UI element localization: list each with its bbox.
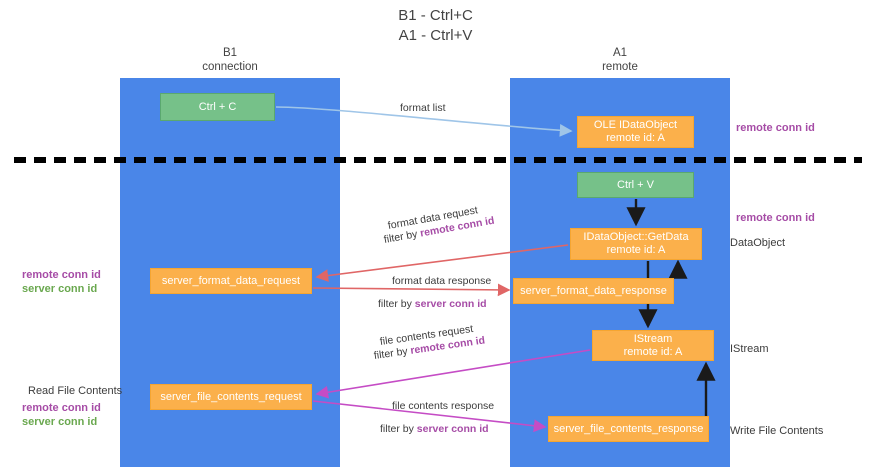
lane-heading-b1: B1 connection [202, 47, 258, 73]
annotation-remote-conn-id-top: remote conn id [736, 122, 815, 134]
annotation-dataobject: DataObject [730, 237, 786, 249]
annotation-istream: IStream [730, 343, 769, 355]
annotation-legend-bottom: remote conn id server conn id [22, 401, 101, 429]
node-server-format-data-request[interactable]: server_format_data_request [150, 268, 312, 294]
edge-label-format-data-response: format data response [392, 275, 492, 287]
annotation-remote-conn-id-mid: remote conn id [736, 212, 815, 224]
annotation-read-file-contents: Read File Contents [28, 385, 123, 397]
edge-label-file-contents-response: file contents response [392, 400, 495, 412]
lane-heading-a1: A1 remote [602, 47, 638, 73]
legend-remote-conn-id: remote conn id [22, 269, 101, 281]
node-server-file-contents-response[interactable]: server_file_contents_response [548, 416, 709, 442]
legend-server-conn-id-2: server conn id [22, 416, 98, 428]
filter-prefix: filter by [380, 423, 417, 435]
legend-server-conn-id: server conn id [22, 283, 98, 295]
filter-prefix: filter by [373, 344, 412, 362]
node-idataobject-getdata[interactable]: IDataObject::GetData remote id: A [570, 228, 702, 260]
node-ole-idataobject[interactable]: OLE IDataObject remote id: A [577, 116, 694, 148]
annotation-legend-top: remote conn id server conn id [22, 268, 101, 296]
filter-prefix: filter by [378, 298, 415, 310]
node-ctrl-v[interactable]: Ctrl + V [577, 172, 694, 198]
edge-label-format-list: format list [400, 102, 446, 114]
edge-label-file-contents-response-filter: filter by server conn id [380, 422, 489, 436]
arrow-format-data-response [312, 283, 511, 297]
diagram-title: B1 - Ctrl+C A1 - Ctrl+V [398, 7, 473, 44]
node-server-file-contents-request[interactable]: server_file_contents_request [150, 384, 312, 410]
edge-label-format-data-response-filter: filter by server conn id [378, 297, 487, 311]
filter-key-server-conn-id: server conn id [414, 298, 487, 310]
annotation-write-file-contents: Write File Contents [730, 425, 824, 437]
node-ctrl-c[interactable]: Ctrl + C [160, 93, 275, 121]
filter-key-server-conn-id: server conn id [416, 423, 489, 435]
node-server-format-data-response[interactable]: server_format_data_response [513, 278, 674, 304]
node-istream[interactable]: IStream remote id: A [592, 330, 714, 361]
legend-remote-conn-id-2: remote conn id [22, 402, 101, 414]
